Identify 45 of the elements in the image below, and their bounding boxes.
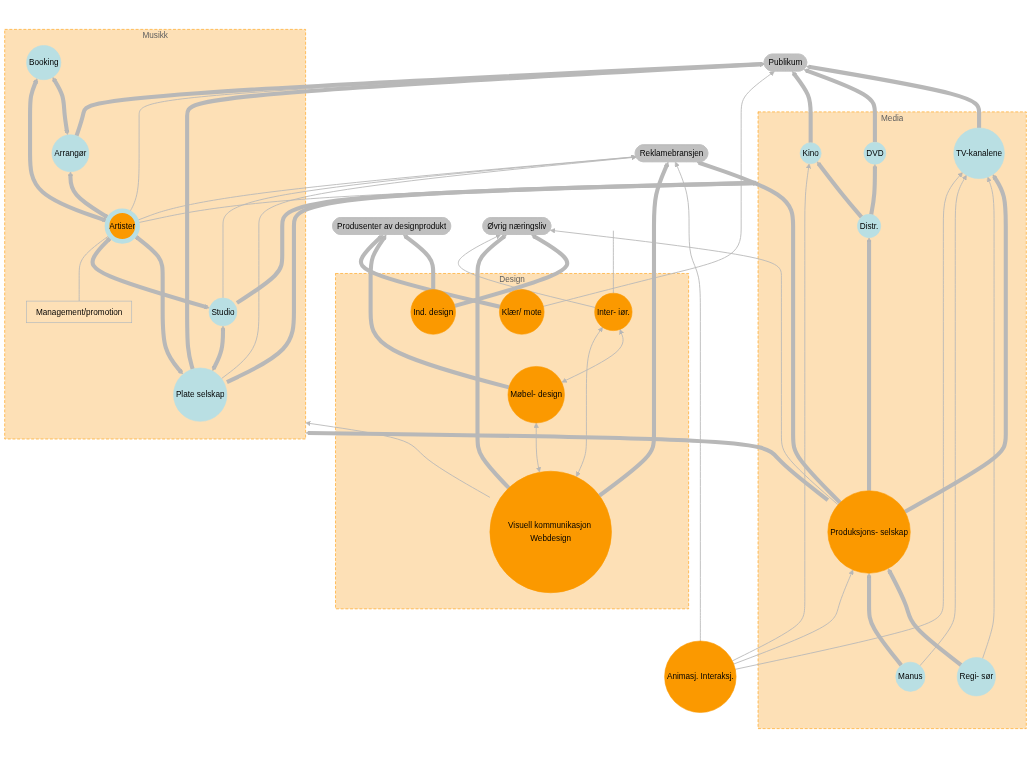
arrow xyxy=(305,430,830,502)
arrow xyxy=(791,71,813,143)
arrow xyxy=(866,572,903,667)
connector xyxy=(612,230,614,294)
node-box: Management/promotion xyxy=(26,300,133,324)
node-circle: Ind. design xyxy=(410,289,456,335)
node-circle: Manus xyxy=(895,661,926,692)
node-circle: Artister xyxy=(104,208,140,244)
arrow xyxy=(211,325,226,371)
node-circle: Regi- sør xyxy=(956,657,996,697)
arrow xyxy=(869,164,878,215)
connector xyxy=(78,234,111,302)
node-circle: Produksjons- selskap xyxy=(827,490,911,574)
arrow xyxy=(28,78,108,223)
arrow xyxy=(887,568,963,667)
arrow xyxy=(816,161,864,219)
arrow xyxy=(368,234,510,390)
node-circle: Møbel- design xyxy=(507,366,565,424)
arrow xyxy=(904,174,1008,514)
node-circle: Booking xyxy=(26,45,62,80)
arrow xyxy=(696,160,842,505)
arrow xyxy=(134,235,184,375)
arrow xyxy=(358,234,501,309)
arrow xyxy=(74,61,765,137)
arrow xyxy=(90,236,210,310)
arrow xyxy=(866,237,872,491)
node-circle: TV-kanalene xyxy=(953,127,1005,179)
node-circle: Studio xyxy=(208,297,238,327)
node-circle: Animasj. Interaksj. xyxy=(664,640,737,713)
arrow xyxy=(402,234,436,290)
arrow xyxy=(454,234,570,308)
arrow xyxy=(598,161,670,498)
arrow xyxy=(803,68,877,143)
node-circle: Arrangør xyxy=(51,134,90,173)
arrow xyxy=(475,234,511,490)
node-circle: Plate selskap xyxy=(173,367,228,422)
node-circle: Visuell kommunikasjon Webdesign xyxy=(489,470,612,594)
node-circle: DVD xyxy=(863,142,887,165)
arrow xyxy=(67,171,110,219)
node-circle: Kino xyxy=(799,142,822,165)
arrow xyxy=(52,77,70,135)
node-circle: Klær/ mote xyxy=(499,289,545,335)
node-circle: Inter- iør. xyxy=(594,292,633,331)
node-circle: Distr. xyxy=(857,214,881,238)
arrow xyxy=(806,64,982,128)
